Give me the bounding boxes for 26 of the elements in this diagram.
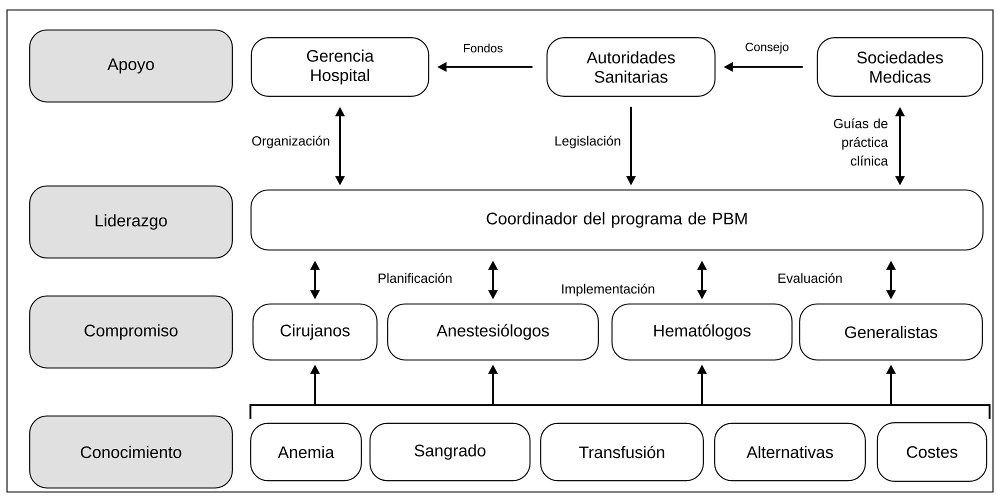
process-box: Hematólogos	[611, 303, 793, 361]
process-box: Anestesiólogos	[387, 303, 599, 361]
level-box: Apoyo	[29, 29, 233, 103]
process-box: Alternativas	[714, 422, 866, 482]
process-box: Generalistas	[799, 303, 983, 361]
process-box: Cirujanos	[252, 303, 378, 361]
edge-label: Fondos	[464, 44, 503, 52]
bracket	[249, 404, 991, 419]
edge-label: Organización	[252, 136, 330, 148]
process-box: Gerencia Hospital	[250, 37, 430, 97]
phase-label: Evaluación	[778, 273, 842, 283]
process-box: Autoridades Sanitarias	[546, 37, 716, 97]
phase-label: Implementación	[562, 284, 654, 296]
level-box: Liderazgo	[29, 185, 233, 259]
process-box: Sociedades Medicas	[816, 37, 984, 97]
process-box: Coordinador del programa de PBM	[250, 189, 984, 251]
phase-label: Planificación	[378, 273, 452, 283]
process-box: Costes	[876, 422, 988, 482]
level-box: Conocimiento	[29, 415, 233, 489]
edge-label: Legislación	[555, 136, 620, 148]
process-box: Transfusión	[540, 422, 704, 482]
edge-label: Consejo	[746, 42, 788, 54]
level-box: Compromiso	[29, 295, 233, 369]
process-box: Anemia	[250, 422, 362, 482]
process-box: Sangrado	[369, 422, 531, 482]
edge-label: Guías de práctica clínica	[834, 118, 888, 166]
